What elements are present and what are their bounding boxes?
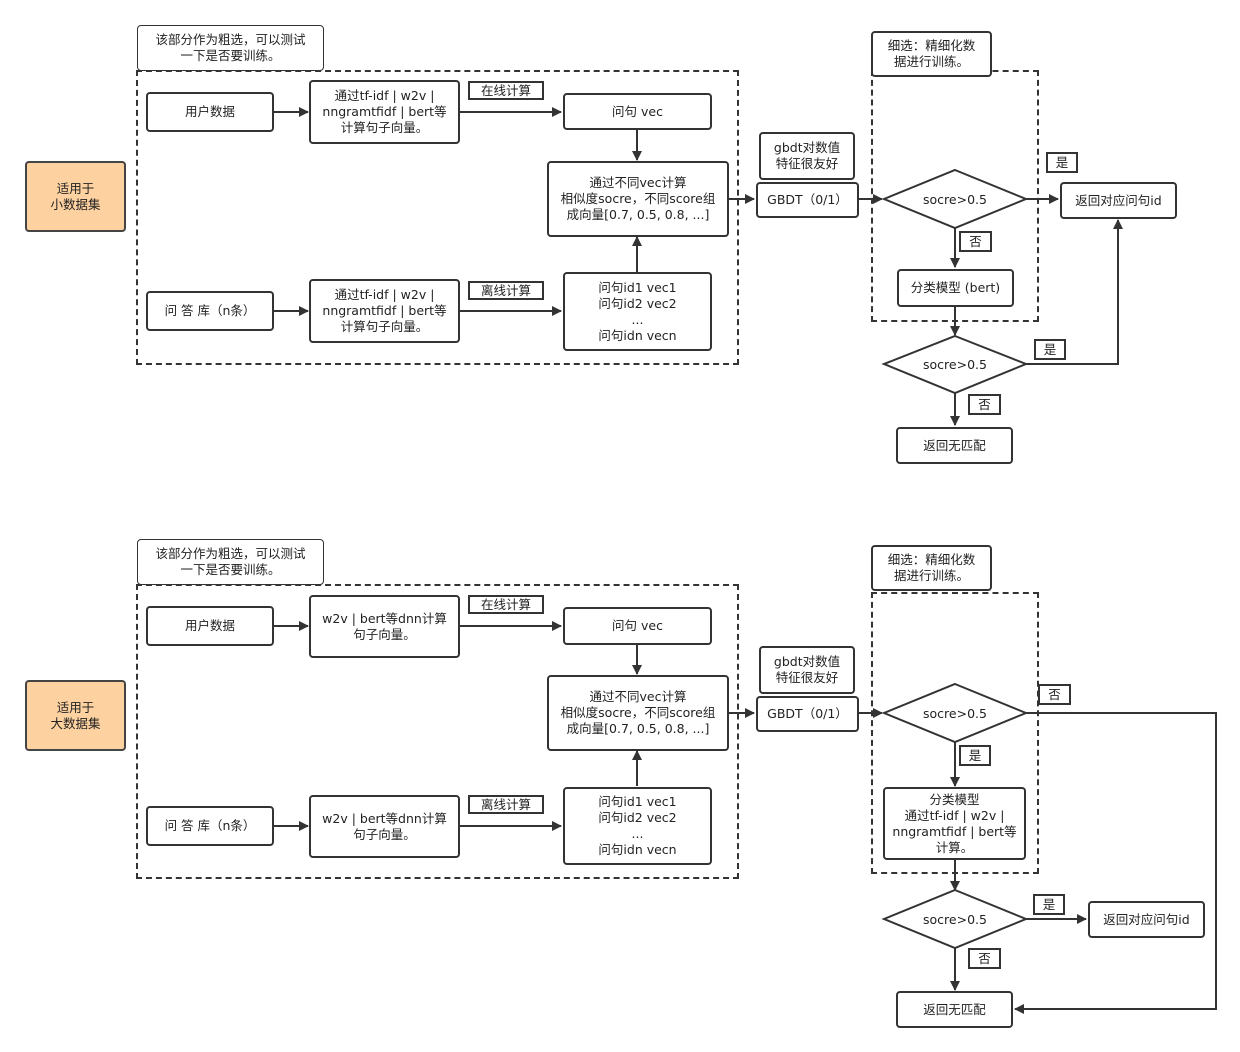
vector-method-user-box: 通过tf-idf | w2v | nngramtfidf | bert等 计算句…: [309, 80, 460, 144]
similarity-box: 通过不同vec计算 相似度socre，不同score组 成向量[0.7, 0.5…: [547, 675, 729, 751]
decision-2-yes-tag: 是: [1034, 339, 1066, 360]
qa-database-box: 问 答 库（n条）: [146, 806, 274, 846]
decision-1-no-tag: 否: [1038, 684, 1071, 705]
db-vecs-box: 问句id1 vec1 问句id2 vec2 ... 问句idn vecn: [563, 272, 712, 351]
return-question-id-box: 返回对应问句id: [1088, 901, 1205, 938]
decision-2-yes-tag: 是: [1033, 894, 1065, 915]
decision-2-label: socre>0.5: [923, 356, 987, 372]
decision-1-yes-tag: 是: [1046, 152, 1078, 173]
decision-1-label: socre>0.5: [923, 705, 987, 721]
decision-1-yes-tag: 是: [959, 745, 991, 766]
decision-diamond-2-bottom: [881, 888, 1029, 950]
vector-method-user-box: w2v | bert等dnn计算 句子向量。: [309, 595, 460, 658]
section-label-large-dataset: 适用于 大数据集: [25, 680, 126, 751]
qa-database-box: 问 答 库（n条）: [146, 291, 274, 331]
fine-selection-note: 细选：精细化数 据进行训练。: [871, 545, 992, 591]
decision-diamond-1-bottom: [881, 682, 1029, 744]
decision-1-label: socre>0.5: [923, 191, 987, 207]
similarity-box: 通过不同vec计算 相似度socre，不同score组 成向量[0.7, 0.5…: [547, 161, 729, 237]
classifier-box: 分类模型 (bert): [897, 269, 1014, 307]
user-data-box: 用户数据: [146, 92, 274, 132]
gbdt-box: GBDT（0/1）: [756, 182, 859, 218]
coarse-selection-note: 该部分作为粗选，可以测试 一下是否要训练。: [137, 539, 324, 585]
vector-method-db-box: w2v | bert等dnn计算 句子向量。: [309, 795, 460, 858]
db-vecs-box: 问句id1 vec1 问句id2 vec2 ... 问句idn vecn: [563, 787, 712, 865]
vector-method-db-box: 通过tf-idf | w2v | nngramtfidf | bert等 计算句…: [309, 279, 460, 343]
decision-diamond-1-top: [881, 168, 1029, 230]
decision-diamond-2-top: [881, 334, 1029, 395]
coarse-selection-note: 该部分作为粗选，可以测试 一下是否要训练。: [137, 25, 324, 71]
gbdt-box: GBDT（0/1）: [756, 696, 859, 732]
query-vec-box: 问句 vec: [563, 93, 712, 130]
coarse-selection-group-bottom: [136, 584, 739, 879]
classifier-box: 分类模型 通过tf-idf | w2v | nngramtfidf | bert…: [883, 787, 1026, 860]
offline-compute-tag: 离线计算: [468, 281, 544, 300]
coarse-selection-group-top: [136, 70, 739, 365]
return-no-match-box: 返回无匹配: [896, 427, 1013, 464]
return-no-match-box: 返回无匹配: [896, 991, 1013, 1028]
fine-selection-note: 细选：精细化数 据进行训练。: [871, 31, 992, 77]
query-vec-box: 问句 vec: [563, 607, 712, 645]
decision-2-no-tag: 否: [968, 948, 1001, 969]
online-compute-tag: 在线计算: [468, 595, 544, 614]
gbdt-note: gbdt对数值 特征很友好: [759, 646, 855, 694]
return-question-id-box: 返回对应问句id: [1060, 182, 1177, 219]
gbdt-note: gbdt对数值 特征很友好: [759, 132, 855, 180]
decision-2-no-tag: 否: [968, 394, 1001, 415]
decision-2-label: socre>0.5: [923, 911, 987, 927]
offline-compute-tag: 离线计算: [468, 795, 544, 814]
user-data-box: 用户数据: [146, 606, 274, 646]
decision-1-no-tag: 否: [959, 231, 992, 252]
online-compute-tag: 在线计算: [468, 81, 544, 100]
section-label-small-dataset: 适用于 小数据集: [25, 161, 126, 232]
